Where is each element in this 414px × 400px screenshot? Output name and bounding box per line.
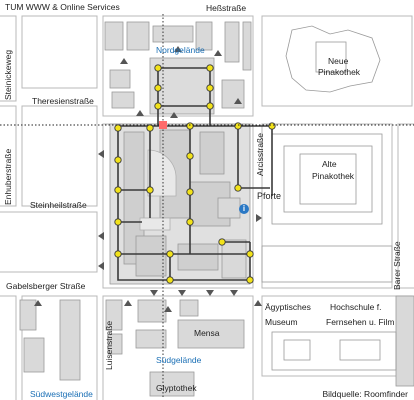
street-blocks xyxy=(0,15,414,400)
building-hff-1: Hochschule f. xyxy=(330,302,382,312)
header-title[interactable]: TUM WWW & Online Services xyxy=(5,2,120,12)
building-hff-2: Fernsehen u. Film xyxy=(326,317,395,327)
street-barer: Barer Straße xyxy=(392,241,402,290)
image-source-label: Bildquelle: Roomfinder xyxy=(316,387,414,400)
building-neue-pinakothek-2: Pinakothek xyxy=(318,67,361,77)
courtyards xyxy=(139,149,177,231)
street-gabelsberger: Gabelsberger Straße xyxy=(6,281,86,291)
building-neue-pinakothek-1: Neue xyxy=(328,56,349,66)
building-glyptothek: Glyptothek xyxy=(156,383,197,393)
area-nordgelaende[interactable]: Nordgelände xyxy=(156,45,205,55)
street-theresienstrasse: Theresienstraße xyxy=(32,96,94,106)
info-icon[interactable]: i xyxy=(239,204,249,214)
entrance-arrows xyxy=(34,46,262,312)
street-hessstrasse: Heßstraße xyxy=(206,3,247,13)
street-arcisstrasse: Arcisstraße xyxy=(255,133,265,176)
street-enhuberstrasse: Enhuberstraße xyxy=(3,148,13,205)
path-nodes xyxy=(114,64,276,284)
building-alte-pinakothek-1: Alte xyxy=(322,159,337,169)
alte-pinakothek-outline xyxy=(261,133,393,283)
building-mensa: Mensa xyxy=(194,328,220,338)
location-marker[interactable] xyxy=(159,121,167,129)
museum-outline xyxy=(271,331,397,371)
area-suedgelaende[interactable]: Südgelände xyxy=(156,355,202,365)
street-steinickeweg: Steinickeweg xyxy=(3,49,13,100)
street-luisenstrasse: Luisenstraße xyxy=(104,320,114,370)
street-steinheilstrasse: Steinheilstraße xyxy=(30,200,87,210)
location-crosshair xyxy=(0,14,414,398)
building-pforte: Pforte xyxy=(257,191,282,201)
area-suedwestgelaende[interactable]: Südwestgelände xyxy=(30,389,93,399)
building-aegypt-2: Museum xyxy=(265,317,298,327)
neue-pinakothek-outline xyxy=(285,25,381,93)
building-aegypt-1: Ägyptisches xyxy=(265,302,311,312)
campus-paths xyxy=(117,67,273,281)
building-alte-pinakothek-2: Pinakothek xyxy=(312,171,355,181)
